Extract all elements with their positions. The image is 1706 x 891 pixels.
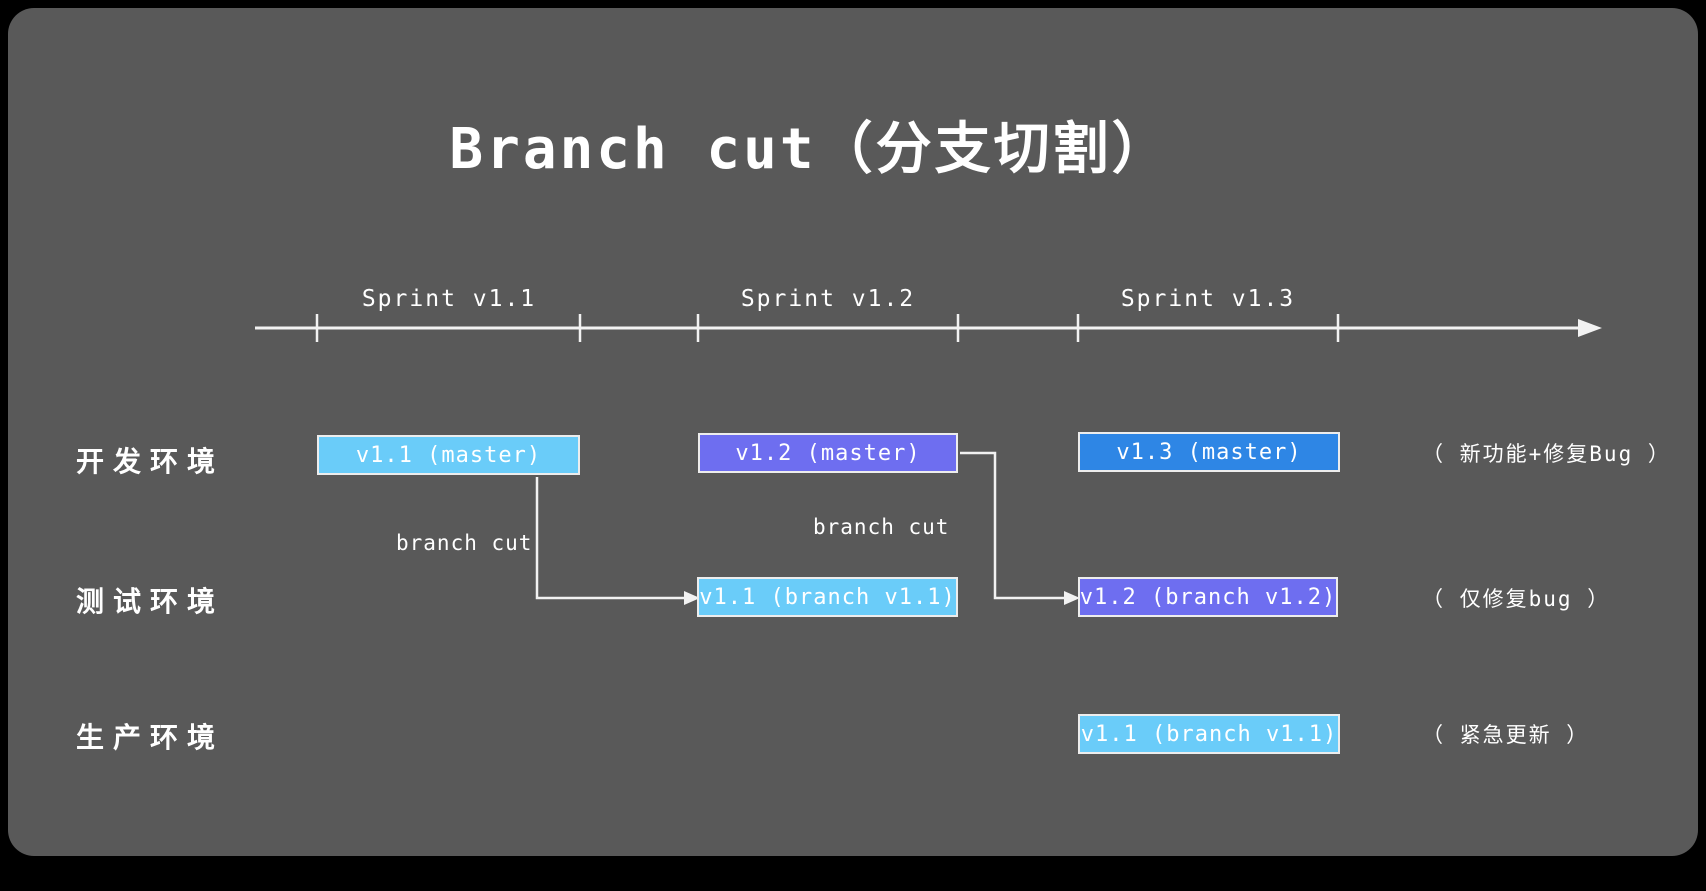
branch-cut-label-1: branch cut (396, 531, 533, 555)
box-v1-1-branch-prod: v1.1 (branch v1.1) (1078, 714, 1340, 754)
timeline-arrowhead-icon (1578, 319, 1602, 337)
row-annotation-test: （ 仅修复bug ） (1422, 587, 1611, 611)
branch-cut-connector-1 (535, 477, 688, 600)
row-annotation-dev: （ 新功能+修复Bug ） (1422, 442, 1671, 466)
box-v1-1-master: v1.1 (master) (317, 435, 580, 475)
sprint-label-v1-3: Sprint v1.3 (1120, 286, 1296, 312)
row-label-prod: 生产环境 (76, 721, 225, 754)
box-v1-2-master: v1.2 (master) (698, 433, 958, 473)
diagram-canvas (8, 8, 1698, 856)
row-label-test: 测试环境 (76, 585, 225, 618)
sprint-label-v1-1: Sprint v1.1 (361, 286, 537, 312)
sprint-label-v1-2: Sprint v1.2 (740, 286, 916, 312)
branch-cut-label-2: branch cut (813, 515, 950, 539)
box-v1-3-master: v1.3 (master) (1078, 432, 1340, 472)
box-v1-2-branch-test: v1.2 (branch v1.2) (1078, 577, 1338, 617)
branch-cut-connector-2 (960, 451, 1068, 600)
diagram-title: Branch cut（分支切割） (449, 117, 1171, 182)
row-label-dev: 开发环境 (76, 445, 225, 478)
row-annotation-prod: （ 紧急更新 ） (1422, 723, 1590, 747)
box-v1-1-branch-test: v1.1 (branch v1.1) (697, 577, 958, 617)
branch-cut-arrowhead-1-icon (684, 591, 700, 605)
branch-cut-arrowhead-2-icon (1064, 591, 1080, 605)
